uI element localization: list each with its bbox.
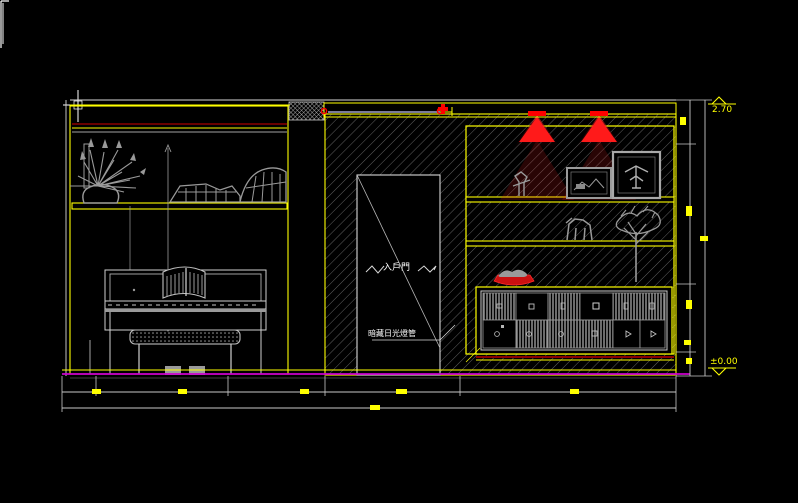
dim-text	[396, 389, 407, 394]
dim-text	[570, 389, 579, 394]
left-shelf	[71, 202, 288, 210]
ceiling-outlet-icon	[438, 104, 448, 114]
piano-wall-bay[interactable]	[69, 105, 289, 375]
ceiling-elevation-label: 2.70	[712, 105, 733, 115]
dim-text	[686, 300, 692, 309]
horse-figurine	[565, 217, 593, 241]
dimension-lines-horizontal	[61, 376, 677, 412]
bonsai-tree	[615, 205, 661, 282]
mid-shelf	[465, 240, 675, 247]
dim-text	[686, 206, 692, 216]
dim-text	[178, 389, 187, 394]
ceiling-assembly	[65, 99, 677, 376]
dim-text	[300, 389, 309, 394]
model-object-right	[239, 167, 287, 203]
elevation-symbol-ceiling	[708, 96, 736, 105]
display-shelf-bay[interactable]	[465, 111, 675, 363]
dim-text	[92, 389, 101, 394]
floor-line-group	[62, 369, 690, 379]
dim-text	[680, 117, 686, 125]
entry-door-label: 入戶門	[383, 263, 411, 273]
dim-text	[684, 340, 691, 345]
sideboard-cabinet[interactable]	[475, 286, 673, 355]
red-dish-bowl	[493, 269, 535, 286]
cabinet-plinth	[476, 356, 674, 361]
piano-bench[interactable]	[129, 329, 241, 375]
figurine-upper-shelf	[512, 171, 531, 196]
dim-text	[700, 236, 708, 241]
elevation-symbol-floor	[708, 367, 736, 376]
floor-elevation-label: ±0.00	[710, 357, 738, 367]
model-object-left	[168, 183, 241, 203]
dim-text	[686, 358, 692, 364]
sheet-music-book	[162, 266, 206, 299]
viewport-border-fragment	[0, 0, 9, 48]
hidden-light-label: 暗藏日光燈管	[368, 329, 416, 338]
plant-arrangement-left	[70, 138, 146, 204]
framed-picture-large	[611, 150, 662, 200]
entry-door-arrows	[365, 265, 437, 274]
framed-picture-small	[566, 167, 612, 199]
dim-text	[370, 405, 380, 410]
